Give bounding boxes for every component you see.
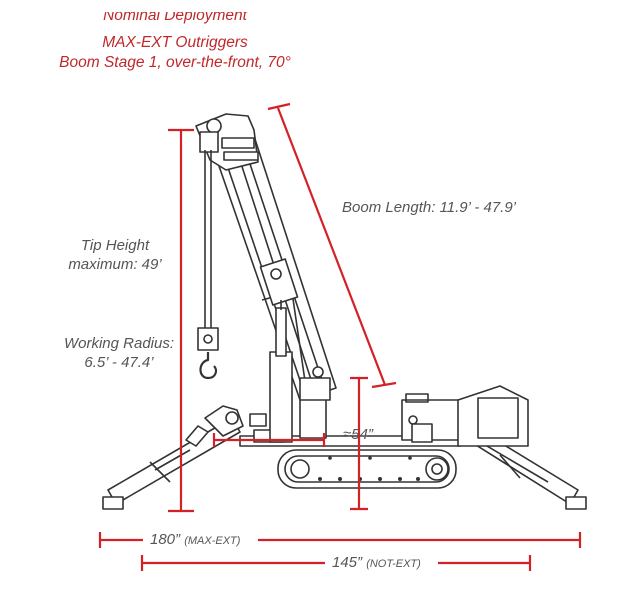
working-radius-line-1: Working Radius:	[63, 335, 175, 352]
hydraulic-cylinder	[269, 300, 293, 443]
not-ext-dimension	[140, 555, 532, 571]
not-ext-note: (NOT-EXT)	[366, 558, 421, 570]
working-radius-label: Working Radius: 6.5’ - 47.4’	[56, 334, 182, 372]
tip-height-dimension	[168, 128, 194, 513]
track-undercarriage	[277, 449, 457, 489]
max-ext-note: (MAX-EXT)	[184, 535, 241, 547]
boom-length-label: Boom Length: 11.9’ - 47.9’	[342, 199, 517, 216]
working-radius-bar	[212, 433, 326, 447]
tip-height-line-1: Tip Height	[80, 237, 150, 254]
max-ext-value: 180”	[150, 531, 181, 548]
not-ext-value: 145”	[332, 554, 363, 571]
boom-length-dimension	[267, 102, 397, 389]
not-ext-label: 145” (NOT-EXT)	[332, 553, 442, 574]
crane-illustration	[102, 113, 587, 510]
chassis-body	[239, 385, 529, 447]
title-line-1: Nominal Deployment	[103, 12, 247, 24]
hook-assembly	[197, 150, 219, 380]
working-radius-line-2: 6.5’ - 47.4’	[84, 354, 154, 371]
front-outrigger	[102, 405, 244, 510]
title-line-3: Boom Stage 1, over-the-front, 70°	[59, 54, 291, 71]
tip-height-label: Tip Height maximum: 49’	[56, 236, 174, 274]
track-height-label: ≈54”	[343, 426, 373, 443]
title-line-2: MAX-EXT Outriggers	[102, 34, 248, 51]
track-height-dimension	[350, 376, 368, 511]
max-ext-label: 180” (MAX-EXT)	[150, 530, 260, 551]
tip-height-line-2: maximum: 49’	[68, 256, 162, 273]
dimension-lines	[98, 102, 582, 571]
boom	[209, 129, 337, 401]
max-ext-dimension	[98, 532, 582, 548]
